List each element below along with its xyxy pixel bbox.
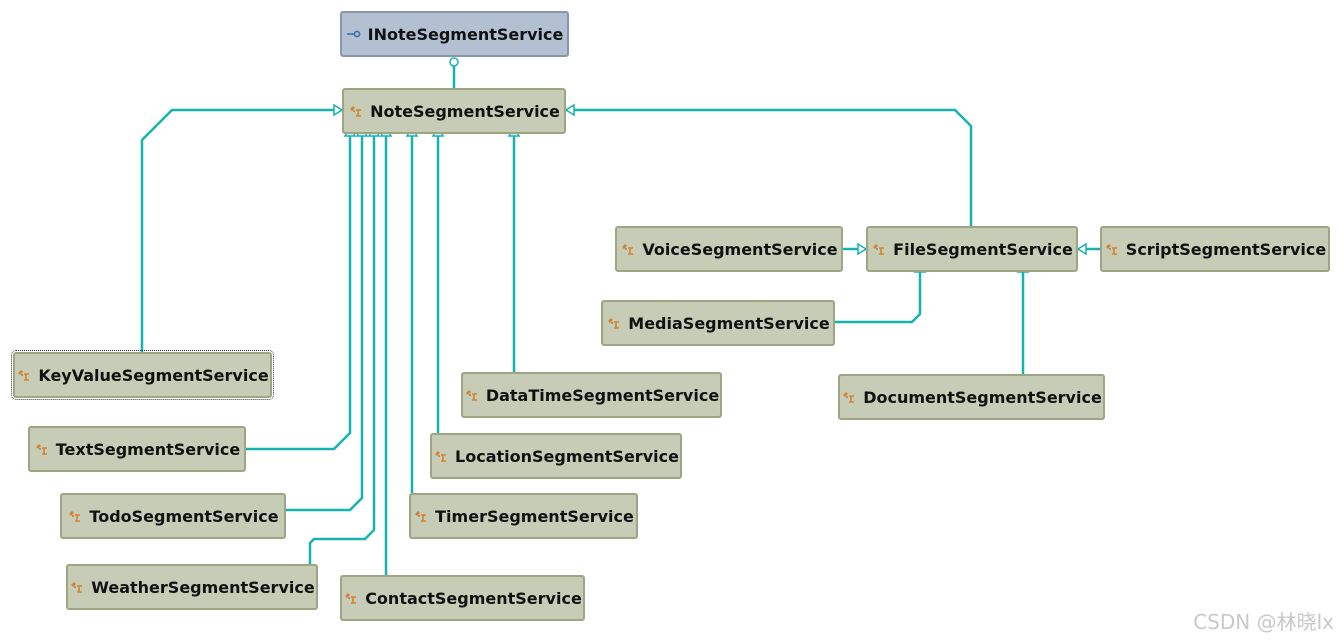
node-media-segment-service[interactable]: MediaSegmentService — [601, 300, 835, 346]
inheritance-arrowhead-icon — [1076, 242, 1087, 256]
edge-timer-segment-service-to-note-segment-service — [405, 126, 419, 493]
class-icon — [16, 368, 32, 382]
class-icon — [464, 388, 480, 402]
node-label: WeatherSegmentService — [91, 577, 315, 597]
node-label: LocationSegmentService — [455, 446, 679, 466]
node-document-segment-service[interactable]: DocumentSegmentService — [838, 374, 1105, 420]
node-weather-segment-service[interactable]: WeatherSegmentService — [66, 564, 318, 610]
class-icon — [1104, 242, 1120, 256]
interface-icon — [346, 27, 362, 41]
node-label: NoteSegmentService — [370, 101, 560, 121]
edge-document-segment-service-to-file-segment-service — [1016, 262, 1030, 374]
class-icon — [67, 509, 83, 523]
node-note-segment-service[interactable]: NoteSegmentService — [342, 88, 566, 134]
edge-note-segment-service-to-inote-segment-service — [449, 57, 459, 88]
node-label: KeyValueSegmentService — [38, 365, 269, 385]
edge-contact-segment-service-to-note-segment-service — [379, 126, 393, 575]
edge-line — [835, 272, 922, 324]
class-icon — [841, 390, 857, 404]
class-icon — [69, 580, 85, 594]
node-label: TextSegmentService — [55, 439, 241, 459]
node-label: VoiceSegmentService — [642, 239, 838, 259]
node-voice-segment-service[interactable]: VoiceSegmentService — [615, 226, 843, 272]
class-icon — [433, 449, 449, 463]
node-label: ContactSegmentService — [365, 588, 582, 608]
node-contact-segment-service[interactable]: ContactSegmentService — [340, 575, 585, 621]
node-label: DocumentSegmentService — [863, 387, 1102, 407]
watermark: CSDN @林晓lx — [1193, 610, 1334, 634]
inheritance-arrowhead-icon — [857, 242, 868, 256]
edge-line — [308, 136, 376, 564]
class-icon — [606, 316, 622, 330]
class-icon — [343, 591, 359, 605]
node-label: TodoSegmentService — [89, 506, 279, 526]
class-icon — [413, 509, 429, 523]
edge-media-segment-service-to-file-segment-service — [835, 262, 927, 324]
class-icon — [348, 104, 364, 118]
node-file-segment-service[interactable]: FileSegmentService — [866, 226, 1078, 272]
node-text-segment-service[interactable]: TextSegmentService — [28, 426, 246, 472]
node-data-time-segment-service[interactable]: DataTimeSegmentService — [461, 372, 722, 418]
node-inote-segment-service[interactable]: INoteSegmentService — [340, 11, 569, 57]
node-label: ScriptSegmentService — [1125, 239, 1327, 259]
node-timer-segment-service[interactable]: TimerSegmentService — [409, 493, 638, 539]
node-label: INoteSegmentService — [367, 24, 564, 44]
class-icon — [34, 442, 50, 456]
inheritance-arrowhead-icon — [564, 103, 575, 117]
edge-voice-segment-service-to-file-segment-service — [843, 242, 868, 256]
realization-circle-icon — [449, 57, 459, 67]
node-script-segment-service[interactable]: ScriptSegmentService — [1100, 226, 1330, 272]
edge-file-segment-service-to-note-segment-service — [564, 103, 973, 226]
inheritance-arrowhead-icon — [333, 103, 344, 117]
edge-todo-segment-service-to-note-segment-service — [286, 126, 369, 512]
edge-text-segment-service-to-note-segment-service — [246, 126, 357, 451]
edge-script-segment-service-to-file-segment-service — [1076, 242, 1100, 256]
edge-line — [286, 136, 364, 512]
edge-location-segment-service-to-note-segment-service — [431, 126, 445, 433]
node-label: DataTimeSegmentService — [485, 385, 720, 405]
class-icon — [620, 242, 636, 256]
edge-weather-segment-service-to-note-segment-service — [308, 126, 381, 564]
edge-data-time-segment-service-to-note-segment-service — [507, 126, 521, 372]
node-label: MediaSegmentService — [628, 313, 830, 333]
edge-line — [140, 108, 342, 352]
class-icon — [871, 242, 887, 256]
edge-line — [566, 108, 973, 226]
edge-line — [246, 136, 352, 451]
node-label: TimerSegmentService — [435, 506, 634, 526]
edge-key-value-segment-service-to-note-segment-service — [140, 103, 344, 352]
node-location-segment-service[interactable]: LocationSegmentService — [430, 433, 682, 479]
node-key-value-segment-service[interactable]: KeyValueSegmentService — [11, 350, 274, 400]
node-label: FileSegmentService — [893, 239, 1073, 259]
node-todo-segment-service[interactable]: TodoSegmentService — [60, 493, 286, 539]
